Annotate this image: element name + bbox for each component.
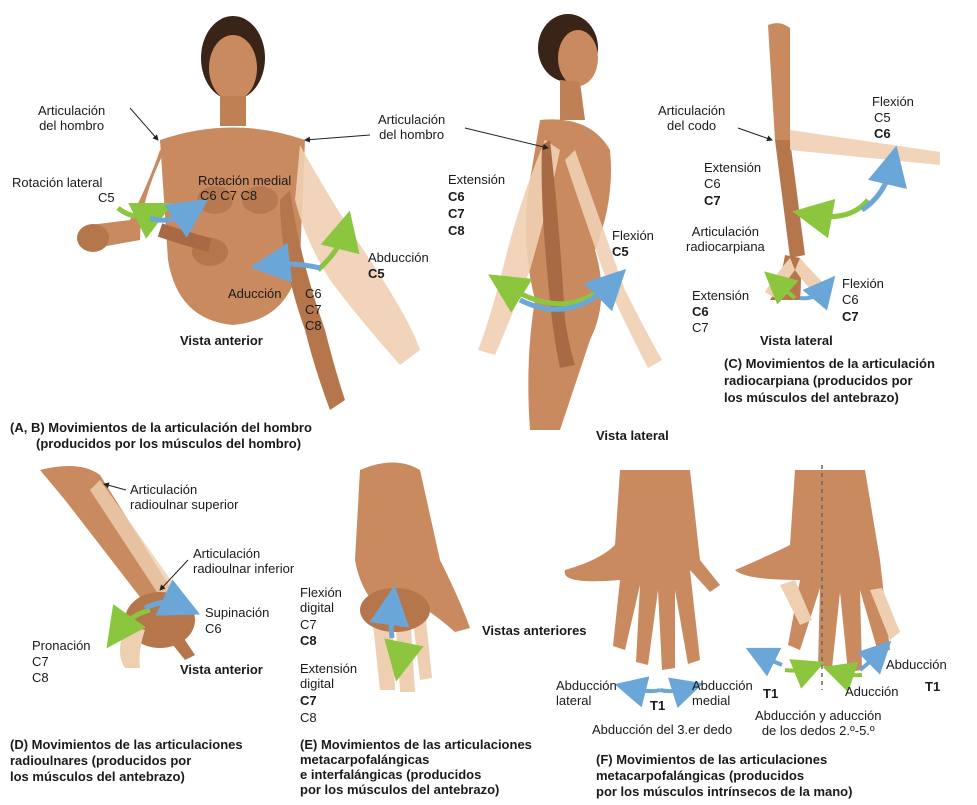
adduction-root-c8: C8 [305, 318, 322, 333]
caption-c: (C) Movimientos de la articulación radio… [724, 355, 935, 406]
elbow-flexion-root-c5: C5 [874, 110, 891, 125]
caption-ab-line1: (A, B) Movimientos de la articulación de… [10, 420, 312, 435]
lateral-rotation-root: C5 [98, 190, 115, 205]
extension-label-b: Extensión [448, 172, 505, 187]
medial-abduction-label: Abducción medial [692, 678, 753, 708]
pronation-root-c7: C7 [32, 654, 49, 669]
wrist-flexion-root-c7: C7 [842, 309, 859, 324]
extension-root-c6: C6 [448, 189, 465, 204]
extension-root-c8: C8 [448, 223, 465, 238]
digits-abduction-label: Abducción y aducción de los dedos 2.º-5.… [755, 708, 881, 738]
t1-right: T1 [925, 679, 940, 694]
shoulder-joint-left-label: Articulación del hombro [38, 103, 105, 133]
flexion-label-b: Flexión [612, 228, 654, 243]
elbow-joint-label: Articulación del codo [658, 103, 725, 133]
hand-figure [355, 463, 470, 693]
digital-flexion-label: Flexión digital [300, 585, 342, 615]
elbow-flexion-label: Flexión [872, 94, 914, 109]
lateral-abduction-label: Abducción lateral [556, 678, 617, 708]
female-lateral-figure [478, 14, 662, 430]
wrist-extension-label: Extensión [692, 288, 749, 303]
third-finger-label: Abducción del 3.er dedo [592, 722, 732, 737]
superior-radioulnar-label: Articulación radioulnar superior [130, 482, 238, 512]
digital-extension-root-c7: C7 [300, 693, 317, 708]
inferior-radioulnar-label: Articulación radioulnar inferior [193, 546, 294, 576]
medial-rotation-label: Rotación medial [198, 173, 291, 188]
digital-flexion-root-c8: C8 [300, 633, 317, 648]
elbow-extension-root-c6: C6 [704, 176, 721, 191]
wrist-extension-root-c6: C6 [692, 304, 709, 319]
caption-d: (D) Movimientos de las articulaciones ra… [10, 737, 243, 785]
abduction-f-label: Abducción [886, 657, 947, 672]
elbow-flexion-root-c6: C6 [874, 126, 891, 141]
supination-label: Supinación [205, 605, 269, 620]
abduction-root: C5 [368, 266, 385, 281]
supination-root: C6 [205, 621, 222, 636]
view-lateral-b: Vista lateral [596, 428, 669, 443]
medial-rotation-roots: C6 C7 C8 [200, 188, 257, 203]
abduction-label: Abducción [368, 250, 429, 265]
pronation-root-c8: C8 [32, 670, 49, 685]
elbow-extension-label: Extensión [704, 160, 761, 175]
wrist-flexion-root-c6: C6 [842, 292, 859, 307]
adduction-label: Aducción [228, 286, 281, 301]
adduction-f-label: Aducción [845, 684, 898, 699]
extension-root-c7: C7 [448, 206, 465, 221]
caption-ab-line2: (producidos por los músculos del hombro) [36, 436, 301, 451]
t1-mid: T1 [763, 686, 778, 701]
view-anterior-ab: Vista anterior [180, 333, 263, 348]
wrist-extension-root-c7: C7 [692, 320, 709, 335]
view-lateral-c: Vista lateral [760, 333, 833, 348]
flexion-root-b: C5 [612, 244, 629, 259]
palm-figure [565, 470, 900, 672]
adduction-root-c6: C6 [305, 286, 322, 301]
caption-f: (F) Movimientos de las articulaciones me… [596, 752, 852, 800]
wrist-joint-label: Articulación radiocarpiana [686, 224, 765, 254]
arm-lateral-figure [765, 23, 940, 300]
caption-e: (E) Movimientos de las articulaciones me… [300, 737, 532, 797]
view-anterior-d: Vista anterior [180, 662, 263, 677]
pronation-label: Pronación [32, 638, 91, 653]
shoulder-joint-right-label: Articulación del hombro [378, 112, 445, 142]
elbow-extension-root-c7: C7 [704, 193, 721, 208]
wrist-flexion-label: Flexión [842, 276, 884, 291]
lateral-rotation-label: Rotación lateral [12, 175, 102, 190]
digital-extension-root-c8: C8 [300, 710, 317, 725]
t1-left: T1 [650, 698, 665, 713]
views-anterior-label: Vistas anteriores [482, 623, 587, 638]
adduction-root-c7: C7 [305, 302, 322, 317]
digital-flexion-root-c7: C7 [300, 617, 317, 632]
digital-extension-label: Extensión digital [300, 661, 357, 691]
